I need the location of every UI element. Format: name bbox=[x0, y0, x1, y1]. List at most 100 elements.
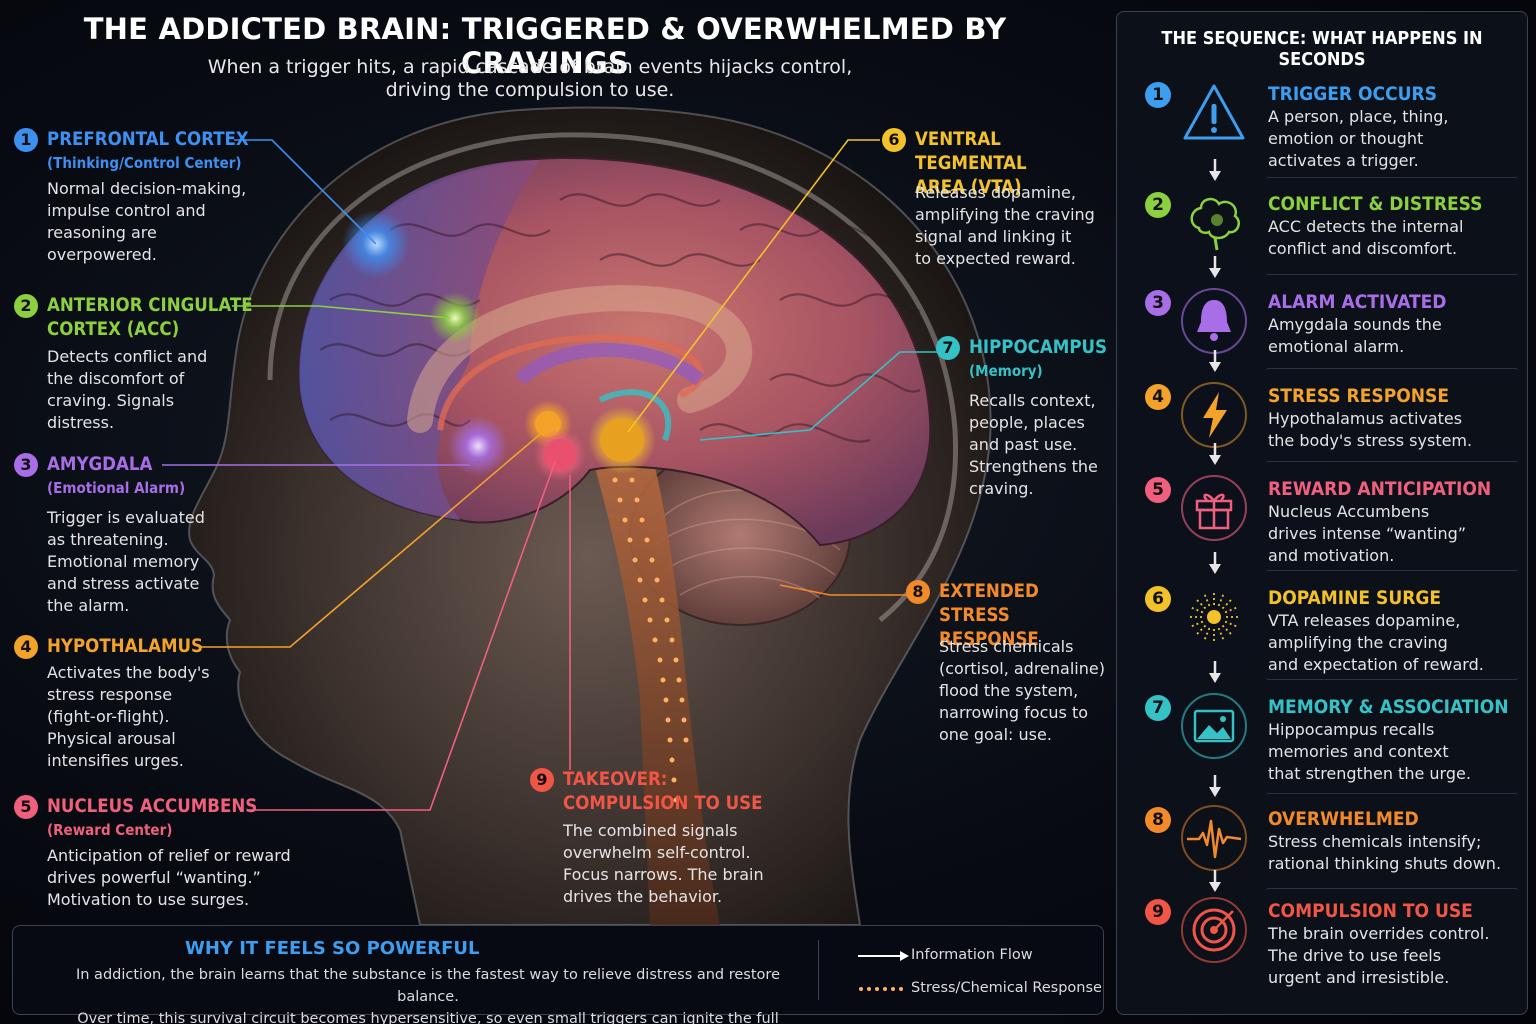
divider bbox=[818, 940, 819, 1000]
step-number: 9 bbox=[1145, 899, 1171, 925]
step-title: OVERWHELMED bbox=[1268, 808, 1419, 830]
burst-icon bbox=[1188, 591, 1240, 643]
brain-icon bbox=[1190, 197, 1240, 251]
step-description: Stress chemicals intensify; rational thi… bbox=[1268, 832, 1502, 873]
step-separator bbox=[1267, 793, 1517, 794]
step-separator bbox=[1267, 274, 1517, 275]
stress-pathway bbox=[612, 477, 689, 803]
step-title: CONFLICT & DISTRESS bbox=[1268, 193, 1483, 215]
callout-number: 1 bbox=[14, 128, 38, 152]
callout-title: AMYGDALA(Emotional Alarm) bbox=[47, 454, 186, 497]
connector-1 bbox=[234, 139, 377, 245]
step-number: 7 bbox=[1145, 695, 1171, 721]
callout-body: Trigger is evaluated as threatening. Emo… bbox=[47, 508, 205, 615]
callout-number: 8 bbox=[906, 580, 930, 604]
gift-icon bbox=[1181, 475, 1247, 541]
brainstem bbox=[590, 450, 720, 925]
callout-title: HYPOTHALAMUS bbox=[47, 636, 204, 657]
step-description: VTA releases dopamine, amplifying the cr… bbox=[1268, 611, 1484, 674]
page-subtitle: When a trigger hits, a rapid cascade of … bbox=[207, 56, 853, 101]
connector-5 bbox=[248, 461, 556, 811]
callout-number: 5 bbox=[14, 795, 38, 819]
step-separator bbox=[1267, 888, 1517, 889]
callout-title: ANTERIOR CINGULATE CORTEX (ACC) bbox=[47, 295, 253, 340]
down-arrow-icon bbox=[1209, 159, 1221, 181]
callout-title: PREFRONTAL CORTEX(Thinking/Control Cente… bbox=[47, 129, 249, 172]
callout-body: Releases dopamine, amplifying the cravin… bbox=[915, 183, 1095, 268]
callout-number: 6 bbox=[882, 128, 906, 152]
connector-7 bbox=[699, 351, 938, 441]
connector-6 bbox=[627, 139, 880, 433]
callout-title: TAKEOVER: COMPULSION TO USE bbox=[563, 769, 763, 814]
skull-outline bbox=[267, 132, 959, 622]
why-powerful-box: WHY IT FEELS SO POWERFUL In addiction, t… bbox=[12, 925, 1104, 1024]
step-title: ALARM ACTIVATED bbox=[1268, 291, 1447, 313]
page-title: THE ADDICTED BRAIN: TRIGGERED & OVERWHEL… bbox=[83, 12, 1007, 80]
step-description: Amygdala sounds the emotional alarm. bbox=[1268, 315, 1442, 356]
step-title: MEMORY & ASSOCIATION bbox=[1268, 696, 1509, 718]
legend-stress-response: Stress/Chemical Response bbox=[911, 980, 1102, 996]
step-title: COMPULSION TO USE bbox=[1268, 900, 1473, 922]
lightning-icon bbox=[1181, 382, 1247, 448]
step-description: Hippocampus recalls memories and context… bbox=[1268, 720, 1471, 783]
step-title: TRIGGER OCCURS bbox=[1268, 83, 1437, 105]
step-title: STRESS RESPONSE bbox=[1268, 385, 1450, 407]
connector-4 bbox=[200, 429, 546, 648]
callout-title: VENTRAL TEGMENTAL AREA (VTA) bbox=[915, 129, 1027, 198]
step-number: 3 bbox=[1145, 290, 1171, 316]
callout-title: HIPPOCAMPUS(Memory) bbox=[969, 337, 1108, 380]
image-icon bbox=[1181, 693, 1247, 759]
step-description: A person, place, thing, emotion or thoug… bbox=[1268, 107, 1449, 170]
down-arrow-icon bbox=[1209, 256, 1221, 278]
bell-icon bbox=[1181, 288, 1247, 354]
down-arrow-icon bbox=[1209, 661, 1221, 683]
callout-body: Activates the body's stress response (fi… bbox=[47, 663, 210, 770]
step-separator bbox=[1267, 461, 1517, 462]
callout-number: 3 bbox=[14, 453, 38, 477]
callout-subtitle: (Emotional Alarm) bbox=[47, 479, 186, 497]
brain-illustration bbox=[162, 106, 992, 925]
step-title: DOPAMINE SURGE bbox=[1268, 587, 1442, 609]
down-arrow-icon bbox=[1209, 443, 1221, 465]
down-arrow-icon bbox=[1209, 870, 1221, 892]
step-description: The brain overrides control. The drive t… bbox=[1268, 924, 1490, 987]
step-separator bbox=[1267, 177, 1517, 178]
callout-body: Anticipation of relief or reward drives … bbox=[47, 846, 291, 909]
step-description: ACC detects the internal conflict and di… bbox=[1268, 217, 1464, 258]
step-number: 5 bbox=[1145, 477, 1171, 503]
step-title: REWARD ANTICIPATION bbox=[1268, 478, 1492, 500]
amygdala-node bbox=[448, 416, 508, 476]
callout-body: Recalls context, people, places and past… bbox=[969, 391, 1098, 498]
target-icon bbox=[1181, 897, 1247, 963]
acc-node bbox=[429, 292, 481, 344]
sequence-title: THE SEQUENCE: WHAT HAPPENS IN SECONDS bbox=[1161, 28, 1483, 70]
step-number: 1 bbox=[1145, 82, 1171, 108]
down-arrow-icon bbox=[1209, 775, 1221, 797]
down-arrow-icon bbox=[1209, 350, 1221, 372]
warning-triangle-icon bbox=[1183, 84, 1245, 140]
callout-body: The combined signals overwhelm self-cont… bbox=[563, 821, 764, 906]
step-number: 8 bbox=[1145, 807, 1171, 833]
callout-title: EXTENDED STRESS RESPONSE bbox=[939, 581, 1039, 650]
callout-body: Normal decision-making, impulse control … bbox=[47, 179, 247, 264]
why-powerful-text: In addiction, the brain learns that the … bbox=[75, 967, 780, 1024]
step-separator bbox=[1267, 570, 1517, 571]
connector-8 bbox=[779, 584, 908, 596]
callout-number: 4 bbox=[14, 635, 38, 659]
dotted-arrow-icon bbox=[859, 987, 903, 991]
callout-number: 2 bbox=[14, 294, 38, 318]
callout-subtitle: (Reward Center) bbox=[47, 821, 173, 839]
step-description: Hypothalamus activates the body's stress… bbox=[1268, 409, 1473, 450]
solid-arrow-icon bbox=[858, 951, 909, 961]
step-separator bbox=[1267, 679, 1517, 680]
callout-number: 7 bbox=[936, 336, 960, 360]
legend-information-flow: Information Flow bbox=[911, 947, 1033, 963]
callout-title: NUCLEUS ACCUMBENS(Reward Center) bbox=[47, 796, 258, 839]
step-number: 2 bbox=[1145, 192, 1171, 218]
step-number: 4 bbox=[1145, 384, 1171, 410]
down-arrow-icon bbox=[1209, 552, 1221, 574]
callout-body: Detects conflict and the discomfort of c… bbox=[47, 347, 208, 432]
callout-body: Stress chemicals (cortisol, adrenaline) … bbox=[939, 637, 1105, 744]
